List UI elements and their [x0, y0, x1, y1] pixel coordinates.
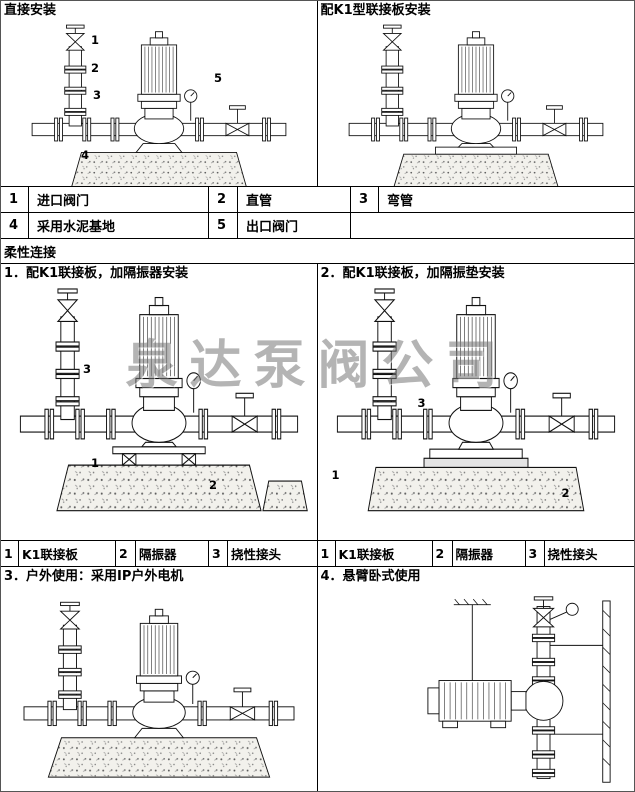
- part-label: 采用水泥基地: [29, 213, 209, 239]
- table-blank-cell: [351, 213, 634, 239]
- panel-k1-title: 配K1型联接板安装: [320, 3, 431, 18]
- parts-table: 1 进口阀门 2 直管 3 弯管 4 采用水泥基地 5 出口阀门: [1, 187, 634, 239]
- panel-cantilever-use: 4．悬臂卧式使用: [317, 567, 634, 791]
- middle-panels: 1．配K1联接板，加隔振器安装 3 1 2 2．配K1联接板，加隔振垫安装: [1, 264, 634, 541]
- callout-1: 1: [331, 468, 340, 482]
- legend-num: 3: [209, 541, 228, 566]
- part-num: 1: [1, 187, 29, 213]
- legend-row: 1 K1联接板 2 隔振器 3 挠性接头 1 K1联接板 2 隔振器 3 挠性接…: [1, 541, 634, 567]
- callout-3: 3: [93, 88, 102, 102]
- panel-outdoor-use: 3．户外使用：采用IP户外电机: [1, 567, 318, 791]
- pump-diagram-cantilever: [427, 596, 611, 783]
- panel-isolator-install: 1．配K1联接板，加隔振器安装 3 1 2: [1, 264, 318, 541]
- legend-num: 1: [318, 541, 336, 566]
- part-label: 出口阀门: [238, 213, 351, 239]
- panel-pad-install: 2．配K1联接板，加隔振垫安装 1 2 3: [317, 264, 634, 541]
- legend-label: 挠性接头: [231, 547, 282, 562]
- legend-label: K1联接板: [336, 541, 433, 566]
- part-label: 弯管: [379, 187, 634, 213]
- legend-num: 3: [526, 541, 545, 566]
- legend-num: 1: [1, 541, 19, 566]
- flexible-connection-header: 柔性连接: [1, 239, 634, 264]
- part-num: 4: [1, 213, 29, 239]
- legend-label: 挠性接头: [547, 547, 598, 562]
- legend-left: 1 K1联接板 2 隔振器 3 挠性接头: [1, 541, 318, 567]
- panel-pad-title: 2．配K1联接板，加隔振垫安装: [320, 266, 505, 281]
- top-panels: 直接安装 1 2 3 4 5 配K1型联接板安装: [1, 1, 634, 187]
- panel-cantilever-title: 4．悬臂卧式使用: [320, 569, 421, 584]
- callout-4: 4: [81, 148, 90, 162]
- callout-2: 2: [91, 61, 100, 75]
- callout-1: 1: [91, 33, 100, 47]
- legend-label: 隔振器: [136, 541, 209, 566]
- callout-5: 5: [214, 71, 223, 85]
- legend-right: 1 K1联接板 2 隔振器 3 挠性接头: [317, 541, 634, 567]
- pump-diagram-pad: [336, 288, 615, 512]
- pump-diagram-direct: [31, 24, 287, 186]
- part-num: 5: [209, 213, 238, 239]
- panel-direct-title: 直接安装: [4, 3, 57, 18]
- callout-2: 2: [209, 478, 218, 492]
- part-num: 3: [351, 187, 379, 213]
- callout-2: 2: [561, 486, 570, 500]
- part-label: 直管: [238, 187, 351, 213]
- callout-3: 3: [417, 396, 426, 410]
- pump-diagram-isolator: [19, 288, 308, 512]
- pump-diagram-outdoor: [23, 602, 295, 778]
- part-label: 进口阀门: [29, 187, 209, 213]
- panel-outdoor-title: 3．户外使用：采用IP户外电机: [4, 569, 184, 584]
- legend-label: K1联接板: [19, 541, 116, 566]
- legend-num: 2: [433, 541, 453, 566]
- panel-direct-install: 直接安装 1 2 3 4 5: [1, 1, 318, 187]
- legend-num: 2: [116, 541, 136, 566]
- callout-3: 3: [83, 362, 92, 376]
- part-num: 2: [209, 187, 238, 213]
- panel-isolator-title: 1．配K1联接板，加隔振器安装: [4, 266, 189, 281]
- pump-diagram-k1: [348, 24, 604, 186]
- panel-k1-install: 配K1型联接板安装: [317, 1, 634, 187]
- bottom-panels: 3．户外使用：采用IP户外电机 4．悬臂卧式使用: [1, 567, 634, 791]
- legend-label: 隔振器: [453, 541, 526, 566]
- callout-1: 1: [91, 456, 100, 470]
